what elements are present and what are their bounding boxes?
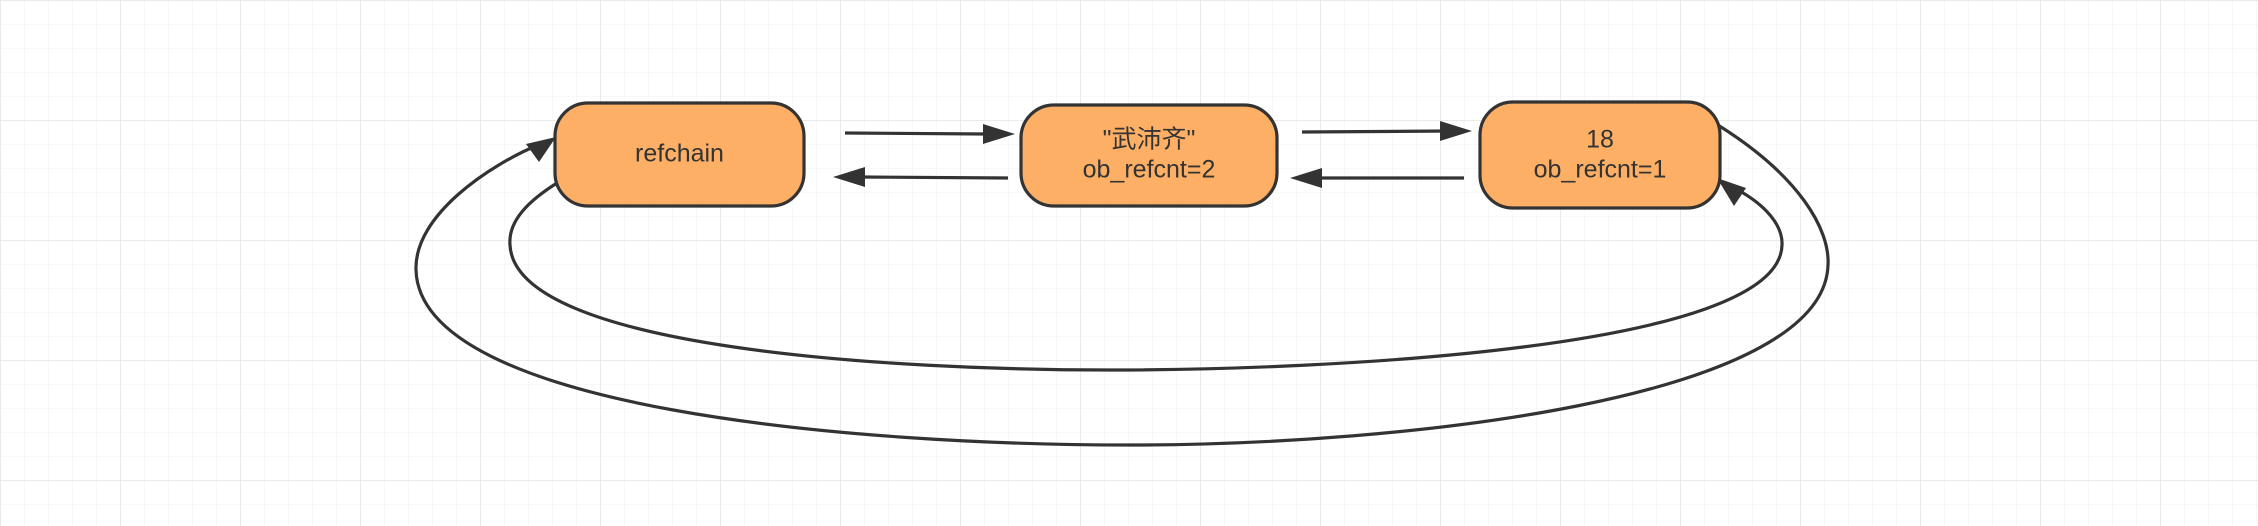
node-string-label-line2: ob_refcnt=2: [1083, 156, 1216, 184]
node-string-label-line1: "武沛齐": [1103, 126, 1196, 154]
straight-edges: [844, 129, 1464, 180]
edge-string-to-int[interactable]: [1301, 129, 1449, 134]
edge-string-to-refchain[interactable]: [859, 175, 1009, 180]
arrowhead: [983, 124, 1015, 144]
edge-refchain-to-string[interactable]: [844, 131, 986, 136]
node-int-label-line2: ob_refcnt=1: [1534, 156, 1667, 184]
arrowhead: [1717, 178, 1746, 206]
node-refchain-label: refchain: [635, 140, 724, 168]
node-int-label-line1: 18: [1586, 126, 1614, 154]
node-int[interactable]: 18 ob_refcnt=1: [1478, 100, 1722, 210]
arrowhead: [833, 167, 865, 187]
edge-int-to-refchain-loop[interactable]: [414, 120, 1830, 447]
arrowhead: [1290, 168, 1322, 188]
arrowhead: [1440, 121, 1472, 141]
arrowheads: [526, 121, 1746, 206]
edge-refchain-to-int-loop[interactable]: [508, 181, 1784, 372]
loop-edges: [414, 120, 1830, 447]
arrowhead: [526, 137, 556, 162]
node-refchain[interactable]: refchain: [553, 101, 806, 208]
node-string[interactable]: "武沛齐" ob_refcnt=2: [1019, 103, 1279, 208]
